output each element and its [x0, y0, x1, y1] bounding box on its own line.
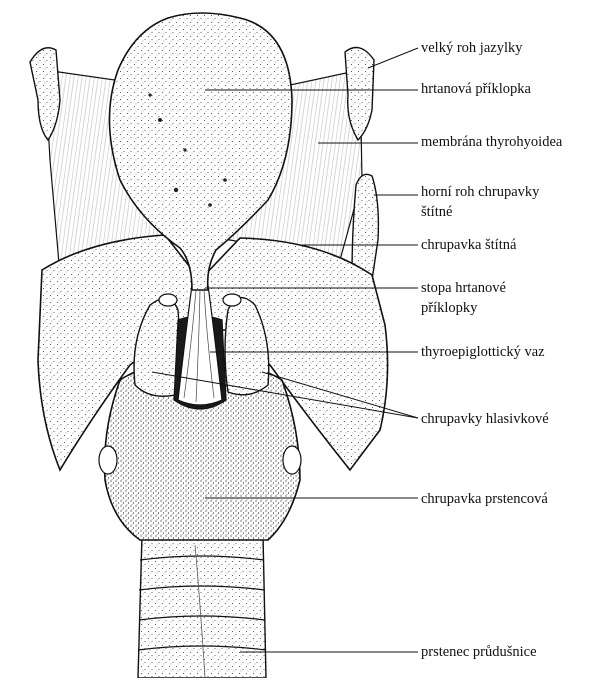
label-horni-roh-line2: štítné — [421, 203, 452, 221]
label-stopa-line1: stopa hrtanové — [421, 279, 506, 297]
label-velky-roh-jazylky: velký roh jazylky — [421, 39, 522, 57]
label-hrtanova-priklopka: hrtanová příklopka — [421, 80, 531, 98]
thyroid-superior-horn — [352, 174, 378, 280]
cricothyroid-joint-left — [99, 446, 117, 474]
trachea — [138, 535, 266, 678]
label-thyroepiglotticky-vaz: thyroepiglottický vaz — [421, 343, 545, 361]
corniculate-left — [159, 294, 177, 306]
label-chrupavka-prstencova: chrupavka prstencová — [421, 490, 548, 508]
label-horni-roh-line1: horní roh chrupavky — [421, 183, 539, 201]
hyoid-horn-left — [30, 48, 60, 140]
cricothyroid-joint-right — [283, 446, 301, 474]
label-chrupavky-hlasivkove: chrupavky hlasivkové — [421, 410, 549, 428]
label-chrupavka-stitna: chrupavka štítná — [421, 236, 516, 254]
corniculate-right — [223, 294, 241, 306]
label-stopa-line2: příklopky — [421, 299, 477, 317]
label-membrana-thyrohyoidea: membrána thyrohyoidea — [421, 133, 562, 151]
label-prstenec-prudusnice: prstenec průdušnice — [421, 643, 537, 661]
